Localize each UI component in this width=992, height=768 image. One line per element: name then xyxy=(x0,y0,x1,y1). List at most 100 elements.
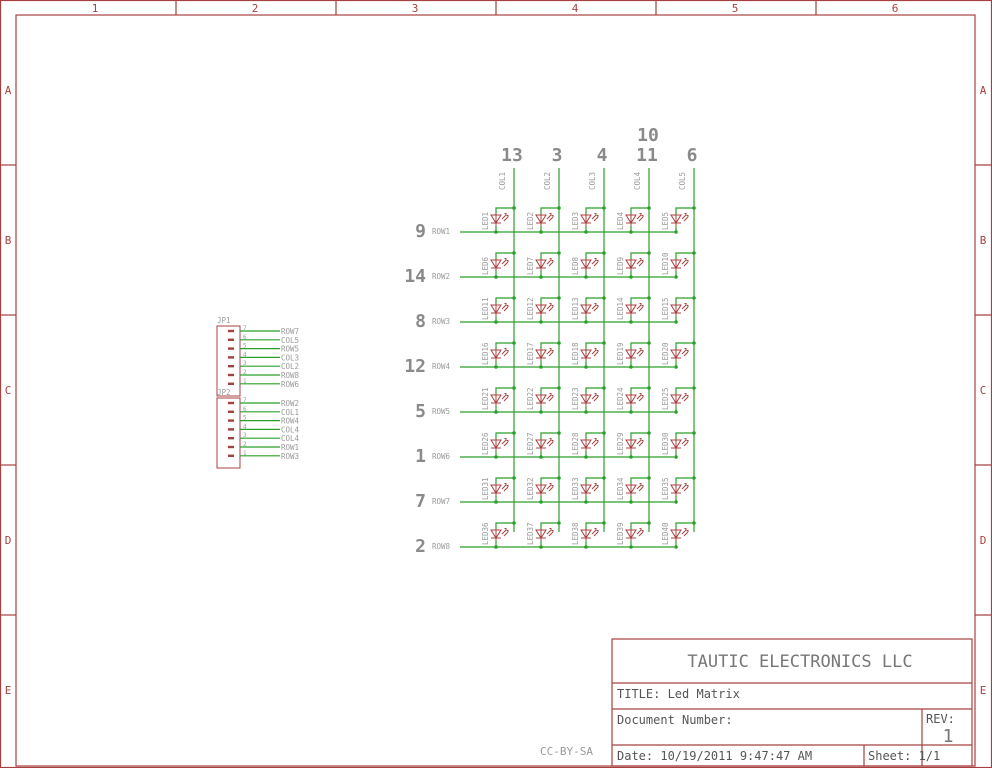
led-designator: LED32 xyxy=(526,477,535,500)
column-pin-3: 4 xyxy=(597,145,608,166)
led-designator: LED1 xyxy=(481,212,490,230)
header-pin-net: COL4 xyxy=(281,425,300,434)
led-anode-wire xyxy=(585,432,604,439)
light-emission-icon xyxy=(591,258,599,267)
column-pin-5: 6 xyxy=(687,145,698,166)
led-cell: LED13 xyxy=(571,296,606,324)
led-designator: LED33 xyxy=(571,477,580,500)
led-anode-wire xyxy=(540,252,559,259)
header-pin-icon xyxy=(228,347,234,350)
row-marker-d-left: D xyxy=(5,534,12,547)
led-anode-wire xyxy=(630,207,649,214)
row-junction-dot xyxy=(584,275,588,279)
column-marker-6: 6 xyxy=(892,2,899,15)
row-junction-dot xyxy=(494,320,498,324)
light-emission-icon xyxy=(501,213,509,222)
row-net-label-5: ROW5 xyxy=(432,407,450,416)
led-cell: LED16 xyxy=(481,341,516,369)
column-junction-dot xyxy=(602,251,606,255)
column-junction-dot xyxy=(602,296,606,300)
led-anode-wire xyxy=(675,522,694,529)
row-junction-dot xyxy=(584,545,588,549)
led-cell: LED30 xyxy=(661,431,696,459)
header-designator: JP2 xyxy=(217,388,231,397)
header-pin-number: 3 xyxy=(243,432,247,439)
sheet-field: Sheet: 1/1 xyxy=(868,749,940,763)
led-anode-wire xyxy=(675,342,694,349)
led-cell: LED11 xyxy=(481,296,516,324)
header-pin-number: 3 xyxy=(243,360,247,367)
row-junction-dot xyxy=(494,410,498,414)
led-designator: LED23 xyxy=(571,387,580,410)
led-cell: LED23 xyxy=(571,386,606,414)
light-emission-icon xyxy=(591,528,599,537)
led-cell: LED17 xyxy=(526,341,561,369)
column-junction-dot xyxy=(557,296,561,300)
column-junction-dot xyxy=(692,341,696,345)
led-cell: LED21 xyxy=(481,386,516,414)
led-cell: LED36 xyxy=(481,521,516,549)
light-emission-icon xyxy=(591,393,599,402)
row-marker-a-left: A xyxy=(5,84,12,97)
led-anode-wire xyxy=(675,477,694,484)
light-emission-icon xyxy=(681,258,689,267)
led-cell: LED4 xyxy=(616,206,651,234)
column-junction-dot xyxy=(602,431,606,435)
led-anode-wire xyxy=(675,207,694,214)
row-marker-e-right: E xyxy=(980,684,987,697)
license-label: CC-BY-SA xyxy=(540,745,593,758)
led-designator: LED4 xyxy=(616,211,625,230)
led-cell: LED12 xyxy=(526,296,561,324)
row-pin-2: 14 xyxy=(404,266,426,287)
led-designator: LED6 xyxy=(481,256,490,275)
column-net-label-2: COL2 xyxy=(543,172,552,190)
light-emission-icon xyxy=(546,393,554,402)
led-anode-wire xyxy=(495,432,514,439)
row-junction-dot xyxy=(539,275,543,279)
row-junction-dot xyxy=(539,230,543,234)
header-pin-number: 7 xyxy=(243,397,247,404)
column-junction-dot xyxy=(692,431,696,435)
led-anode-wire xyxy=(495,342,514,349)
column-pin-4: 11 xyxy=(636,145,658,166)
column-junction-dot xyxy=(557,521,561,525)
date-field: Date: 10/19/2011 9:47:47 AM xyxy=(617,749,812,763)
led-cell: LED14 xyxy=(616,296,651,324)
led-cell: LED38 xyxy=(571,521,606,549)
led-designator: LED20 xyxy=(661,342,670,365)
row-junction-dot xyxy=(584,500,588,504)
column-junction-dot xyxy=(692,296,696,300)
led-anode-wire xyxy=(540,297,559,304)
led-designator: LED7 xyxy=(526,257,535,275)
header-pin-icon xyxy=(228,365,234,368)
led-cell: LED29 xyxy=(616,431,651,459)
led-anode-wire xyxy=(540,207,559,214)
led-designator: LED13 xyxy=(571,297,580,320)
header-pin-icon xyxy=(228,428,234,431)
led-designator: LED29 xyxy=(616,432,625,455)
light-emission-icon xyxy=(501,438,509,447)
light-emission-icon xyxy=(636,213,644,222)
row-net-label-6: ROW6 xyxy=(432,452,451,461)
led-cell: LED33 xyxy=(571,476,606,504)
led-designator: LED22 xyxy=(526,387,535,410)
header-pin-icon xyxy=(228,419,234,422)
light-emission-icon xyxy=(636,528,644,537)
row-junction-dot xyxy=(494,230,498,234)
header-pin-icon xyxy=(228,454,234,457)
led-cell: LED9 xyxy=(616,251,651,279)
led-anode-wire xyxy=(585,297,604,304)
light-emission-icon xyxy=(546,213,554,222)
row-junction-dot xyxy=(584,320,588,324)
column-junction-dot xyxy=(647,476,651,480)
light-emission-icon xyxy=(681,213,689,222)
header-pin-net: COL5 xyxy=(281,336,299,345)
led-cell: LED7 xyxy=(526,251,561,279)
row-pin-4: 12 xyxy=(404,356,426,377)
led-anode-wire xyxy=(585,387,604,394)
header-pin-icon xyxy=(228,445,234,449)
led-anode-wire xyxy=(630,432,649,439)
header-pin-icon xyxy=(228,338,234,341)
row-net-label-8: ROW8 xyxy=(432,542,451,551)
light-emission-icon xyxy=(546,438,554,447)
